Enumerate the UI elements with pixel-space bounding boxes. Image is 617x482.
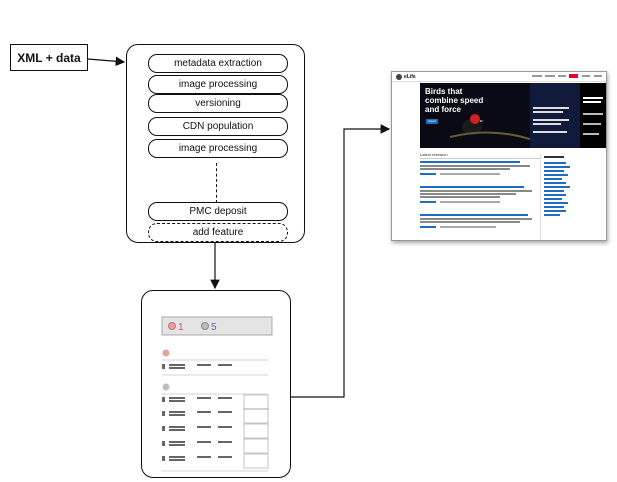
step-versioning: versioning <box>148 94 288 113</box>
published-website-screenshot: eLife Birds that combine speed and force… <box>391 71 607 241</box>
site-hero: Birds that combine speed and force Read <box>420 83 530 148</box>
section-1-badge-icon <box>162 349 170 357</box>
bird-image <box>450 114 530 140</box>
site-nav-bar: eLife <box>392 72 606 82</box>
processing-pipeline: metadata extraction image processing ver… <box>126 44 305 243</box>
step-pmc-deposit: PMC deposit <box>148 202 288 221</box>
store-to-website-arrow <box>291 124 391 398</box>
latest-research-tab: Latest research <box>420 152 448 157</box>
store-header-bar <box>161 316 273 336</box>
step-cdn-population: CDN population <box>148 117 288 136</box>
table-row <box>162 423 269 439</box>
hero-headline: Birds that combine speed and force <box>425 87 484 114</box>
site-promo-column <box>530 83 580 148</box>
table-row <box>162 408 269 424</box>
count-b: 5 <box>211 322 217 333</box>
table-row <box>162 438 269 454</box>
site-sidebar <box>540 154 580 240</box>
table-row <box>162 394 269 410</box>
article-title-line <box>420 186 524 188</box>
pipeline-ellipsis <box>216 163 217 203</box>
step-add-feature: add feature <box>148 223 288 242</box>
table-row <box>162 453 269 469</box>
store-contents: 1 5 <box>161 316 273 472</box>
step-metadata-extraction: metadata extraction <box>148 54 288 73</box>
site-article-list: Latest research <box>420 152 540 240</box>
red-badge-icon <box>168 322 176 330</box>
input-to-pipeline-arrow <box>87 56 126 67</box>
site-side-panel <box>580 83 606 148</box>
count-a: 1 <box>178 322 184 333</box>
site-brand: eLife <box>404 74 416 80</box>
hero-read-button: Read <box>426 119 438 124</box>
site-accent-button <box>569 74 578 78</box>
gray-badge-icon <box>201 322 209 330</box>
section-2-badge-icon <box>162 383 170 391</box>
site-logo-icon <box>396 74 402 80</box>
article-title-line <box>420 161 520 163</box>
step-image-processing: image processing <box>148 75 288 94</box>
xml-data-input-box: XML + data <box>10 44 88 71</box>
section-1-row <box>162 364 232 369</box>
input-label: XML + data <box>17 50 81 65</box>
article-title-line <box>420 214 528 216</box>
step-image-processing-2: image processing <box>148 139 288 158</box>
article-store: 1 5 <box>141 290 291 478</box>
